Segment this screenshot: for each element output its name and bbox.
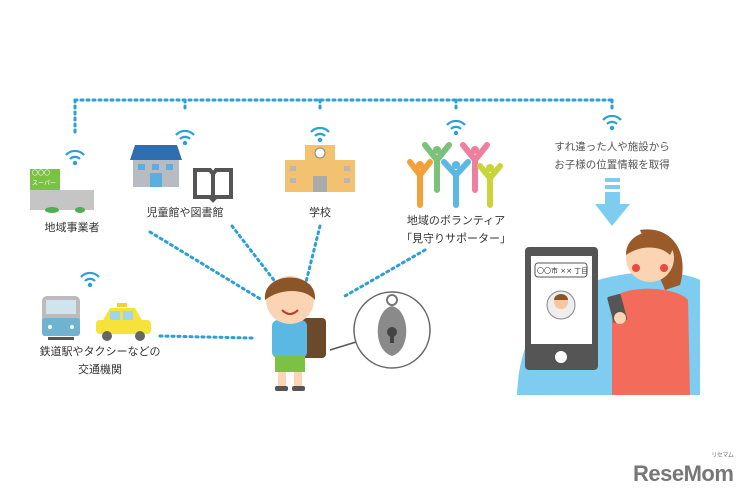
school-label: 学校 [309, 206, 331, 219]
sign-text: スーパー [32, 180, 56, 187]
logo-ruby: リセマム [711, 453, 734, 459]
book-icon [193, 168, 233, 203]
receiver-note-1: すれ違った人や施設から [554, 141, 670, 153]
sign-text-top: 〇〇〇 [32, 170, 51, 177]
wifi-icon [445, 119, 467, 137]
taxi-icon [96, 303, 151, 341]
network-lines [73, 98, 614, 340]
train-icon [42, 296, 80, 340]
supermarket-icon [30, 169, 94, 213]
child-illustration [264, 276, 326, 391]
volunteer-label-2: 「見守りサポーター」 [401, 232, 511, 245]
phone-location-bubble: 〇〇市 ×× 丁目 [537, 267, 589, 275]
tag-device-icon [329, 291, 431, 369]
wifi-icon [601, 114, 623, 132]
transport-label-2: 交通機関 [78, 363, 122, 376]
building-icon [130, 145, 182, 187]
logo-text: ReseMom [633, 461, 734, 486]
down-arrow-icon [595, 178, 630, 226]
school-icon [285, 145, 355, 192]
wifi-icon [64, 149, 86, 167]
transport-label-1: 鉄道駅やタクシーなどの [39, 345, 161, 358]
receiver-note-2: お子様の位置情報を取得 [554, 159, 670, 171]
wifi-icon [309, 126, 331, 144]
volunteer-label-1: 地域のボランティア [406, 214, 506, 227]
library-label: 児童館や図書館 [146, 206, 224, 219]
woman-illustration [607, 229, 690, 395]
resemom-logo: ReseMom リセマム [633, 453, 734, 486]
wifi-icon [174, 129, 196, 147]
volunteers-icon [407, 142, 503, 208]
business-label: 地域事業者 [44, 221, 100, 234]
wifi-icon [79, 271, 101, 289]
smartphone-icon [525, 247, 598, 370]
